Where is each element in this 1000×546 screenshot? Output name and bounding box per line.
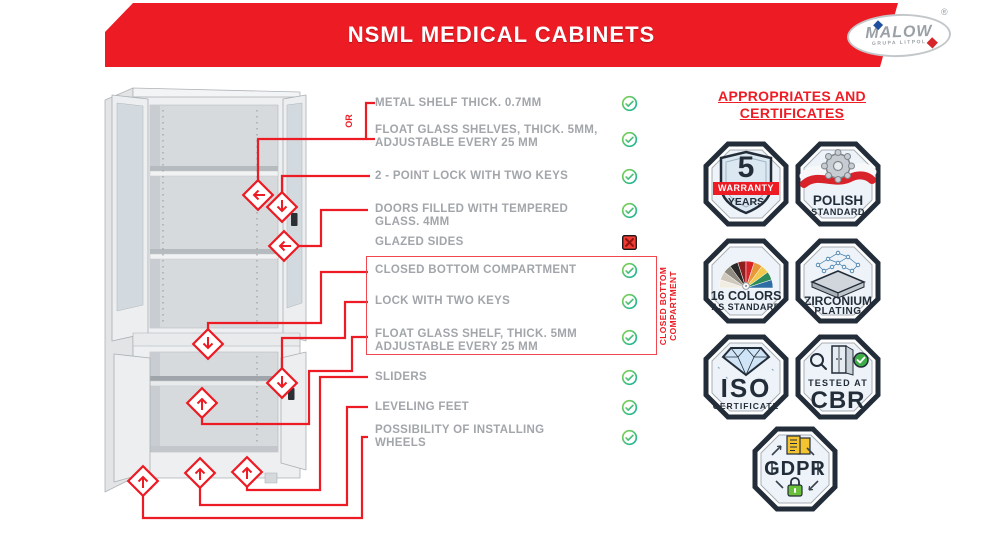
document-icon <box>786 435 811 455</box>
check-icon <box>621 131 638 148</box>
feature-label: FLOAT GLASS SHELF, THICK. 5MM ADJUSTABLE… <box>375 328 578 353</box>
zirconium-line1: ZIRCONIUM <box>804 294 872 308</box>
gdpr-label: GDPR <box>764 458 826 480</box>
feature-label: FLOAT GLASS SHELVES, THICK. 5MM, ADJUSTA… <box>375 124 598 149</box>
check-icon <box>621 429 638 446</box>
magnifier-icon <box>810 353 827 370</box>
registered-mark: ® <box>941 7 948 17</box>
upper-lock <box>291 213 298 226</box>
connector-lines <box>141 101 375 520</box>
check-icon <box>621 293 638 310</box>
cbr-line1: TESTED AT <box>808 378 868 388</box>
badge-warranty-5-years: 5 WARRANTY YEARS <box>702 140 790 228</box>
zirconium-line2: PLATING <box>814 306 862 317</box>
check-icon <box>621 262 638 279</box>
badge-gdpr: GDPR <box>751 425 839 513</box>
header-banner: NSML MEDICAL CABINETS <box>105 3 898 67</box>
colors16-line2: AS STANDARD <box>711 302 781 312</box>
check-icon <box>621 399 638 416</box>
feature-label: SLIDERS <box>375 371 427 383</box>
marker-door-left-arrow-icon <box>267 229 301 263</box>
cycle-arrows-icon <box>771 445 819 491</box>
page-title: NSML MEDICAL CABINETS <box>347 22 656 47</box>
or-label: OR <box>344 114 354 128</box>
marker-feet-up-arrow-icon <box>183 456 217 490</box>
diamond-markers <box>126 178 301 498</box>
check-icon <box>621 95 638 112</box>
certificates-title-line2: CERTIFICATES <box>739 105 845 121</box>
closed-bottom-group-box <box>366 256 657 355</box>
badge-tested-at-cbr: TESTED AT CBR <box>794 333 882 421</box>
cbr-line2: CBR <box>810 387 866 414</box>
iso-line1: ISO <box>720 373 772 403</box>
closed-bottom-group-label: CLOSED BOTTOM COMPARTMENT <box>658 266 678 346</box>
marker-wheels-up-arrow-icon <box>126 464 160 498</box>
certificates-title-line1: APPROPRIATES AND <box>718 88 866 104</box>
feature-label: POSSIBILITY OF INSTALLING WHEELS <box>375 424 545 449</box>
feature-label: GLAZED SIDES <box>375 236 464 248</box>
padlock-icon <box>787 477 803 497</box>
marker-bottom-shelf-up-arrow-icon <box>185 386 219 420</box>
check-icon <box>621 329 638 346</box>
approved-check-icon <box>853 352 869 368</box>
iso-line2: CERTIFICATE <box>712 401 780 411</box>
gdpr-icon <box>752 426 838 512</box>
badge-polish-standard: POLISH STANDARD <box>794 140 882 228</box>
logo-subtitle: GRUPA LITPOL <box>871 39 927 47</box>
plated-sheet-icon <box>795 238 881 324</box>
tested-cabinet-icon <box>795 334 881 420</box>
polish-line1: POLISH <box>812 193 864 208</box>
feature-label: LOCK WITH TWO KEYS <box>375 295 511 307</box>
warranty-value: 5 <box>737 151 755 184</box>
badge-zirconium-plating: ZIRCONIUM PLATING <box>794 237 882 325</box>
diamond-gem-icon <box>703 334 789 420</box>
badge-iso-certificate: ISO CERTIFICATE <box>702 333 790 421</box>
feature-label: CLOSED BOTTOM COMPARTMENT <box>375 264 577 276</box>
cabinet-box-icon <box>831 345 854 376</box>
marker-shelf-left-arrow-icon <box>241 178 275 212</box>
check-icon <box>621 369 638 386</box>
marker-lock-down-arrow-icon <box>265 190 299 224</box>
warranty-band: WARRANTY <box>713 182 779 195</box>
colors16-line1: 16 COLORS <box>710 289 782 303</box>
feature-label: 2 - POINT LOCK WITH TWO KEYS <box>375 170 569 182</box>
check-icon <box>621 202 638 219</box>
marker-bottom-lock-down-arrow-icon <box>265 366 299 400</box>
marker-sliders-up-arrow-icon <box>230 455 264 489</box>
cabinet-body <box>104 87 307 493</box>
cross-icon <box>621 234 638 251</box>
color-fan-icon <box>703 238 789 324</box>
feature-label: DOORS FILLED WITH TEMPERED GLASS. 4MM <box>375 203 569 228</box>
badge-16-colors: 16 COLORS AS STANDARD <box>702 237 790 325</box>
polish-line2: STANDARD <box>811 207 865 217</box>
gear-icon <box>821 149 855 183</box>
warranty-caption: YEARS <box>727 196 765 208</box>
certificates-title: APPROPRIATES AND CERTIFICATES <box>700 88 884 122</box>
marker-compartment-down-arrow-icon <box>191 327 225 361</box>
feature-label: METAL SHELF THICK. 0.7MM <box>375 97 542 109</box>
feature-label: LEVELING FEET <box>375 401 469 413</box>
check-icon <box>621 168 638 185</box>
polish-standard-ribbon-icon <box>795 141 881 227</box>
